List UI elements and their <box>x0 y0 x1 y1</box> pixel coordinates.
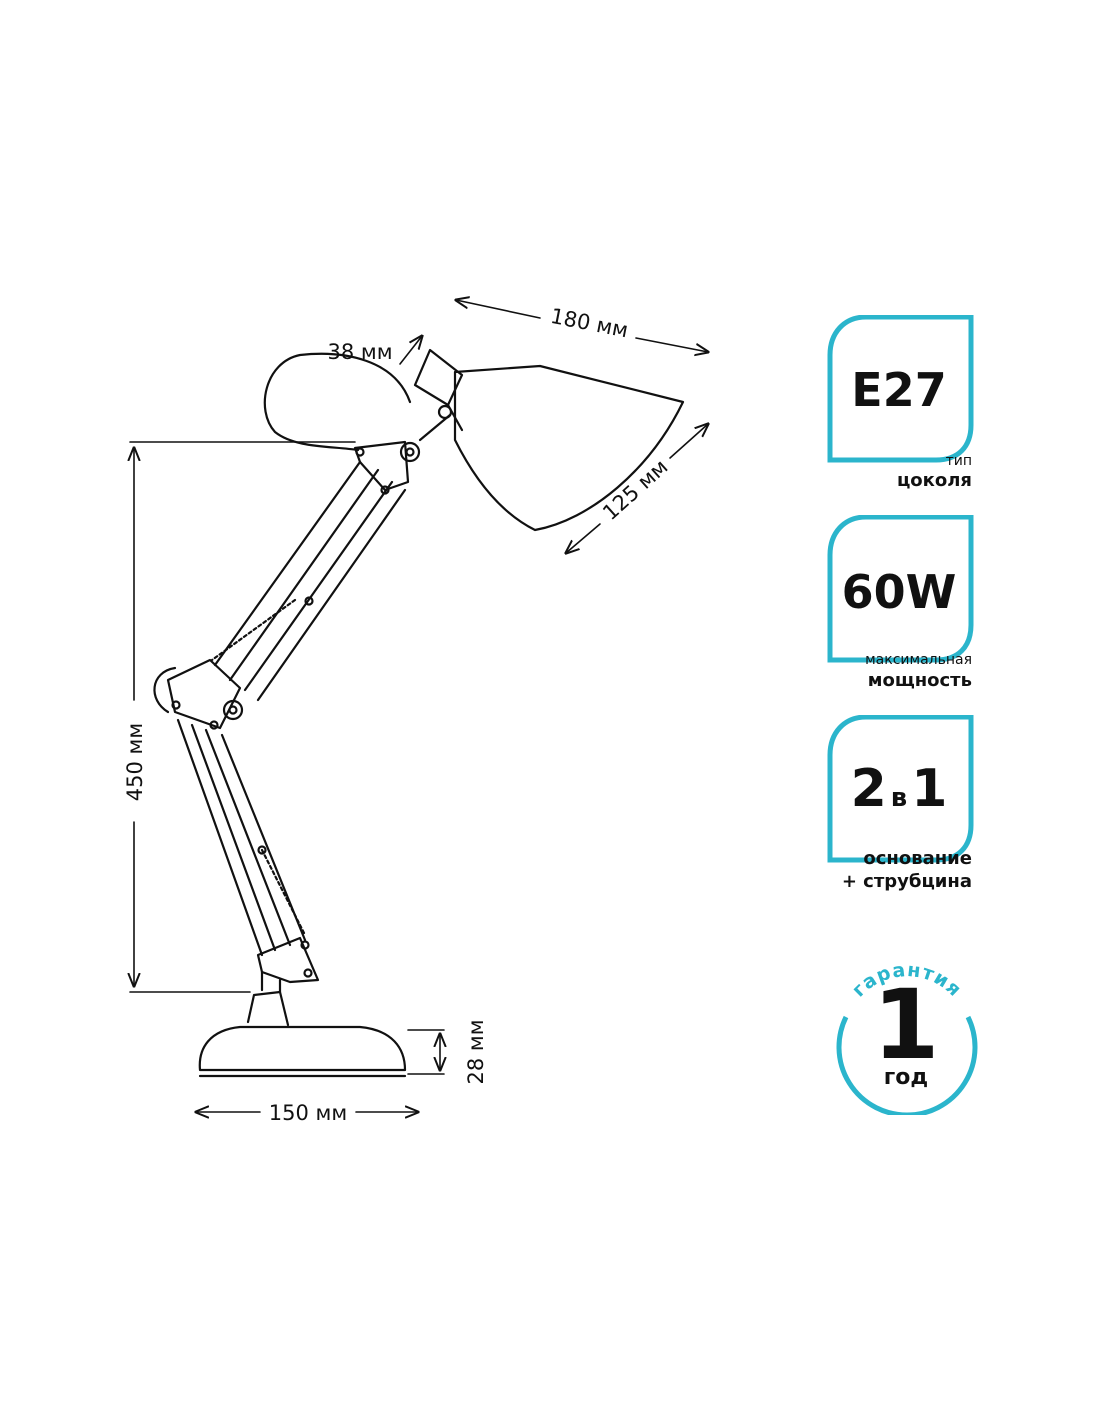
warranty-frame: гарантия <box>836 959 978 1115</box>
socket-type-caption-small: тип <box>945 453 972 469</box>
shade-length-label: 180 мм <box>549 304 631 343</box>
badge-frame <box>827 315 974 463</box>
two-in-one-caption-line1: основание <box>863 848 972 869</box>
socket-type-value: E27 <box>851 363 947 417</box>
lamp-base <box>198 990 407 1078</box>
upper-arm <box>210 460 407 702</box>
max-power-caption-small: максимальная <box>865 652 972 668</box>
base-height-label: 28 мм <box>464 1019 488 1084</box>
badge-frame <box>827 715 974 863</box>
upper-joint <box>353 440 421 495</box>
socket-type-caption-bold: цоколя <box>896 470 972 491</box>
socket-diameter-label: 38 мм <box>327 340 392 364</box>
max-power-value: 60W <box>841 565 957 619</box>
lamp-shade <box>413 348 685 532</box>
two-in-one-mid: в <box>890 783 908 813</box>
lamp-drawing: 180 мм 38 мм 125 мм 450 мм 28 мм 150 мм <box>123 0 800 1125</box>
max-power-badge: 60W максимальная мощность <box>826 515 976 695</box>
elbow-joint <box>166 658 244 730</box>
warranty-number: 1 <box>872 969 940 1081</box>
badge-frame <box>827 515 974 663</box>
power-cable-lower <box>153 666 177 714</box>
max-power-caption-bold: мощность <box>867 670 972 691</box>
lower-arm <box>176 718 307 957</box>
two-in-one-left: 2 <box>850 759 887 819</box>
warranty-unit: год <box>883 1065 929 1090</box>
two-in-one-right: 1 <box>911 759 948 819</box>
two-in-one-caption-line2: + струбцина <box>841 871 972 892</box>
height-label: 450 мм <box>123 723 147 801</box>
warranty-badge: гарантия 1 год <box>826 955 986 1115</box>
lower-joint <box>256 936 320 994</box>
base-width-label: 150 мм <box>269 1101 347 1125</box>
power-cable <box>263 352 412 452</box>
socket-type-badge: E27 тип цоколя <box>826 315 976 495</box>
shade-diameter-label: 125 мм <box>598 455 672 525</box>
